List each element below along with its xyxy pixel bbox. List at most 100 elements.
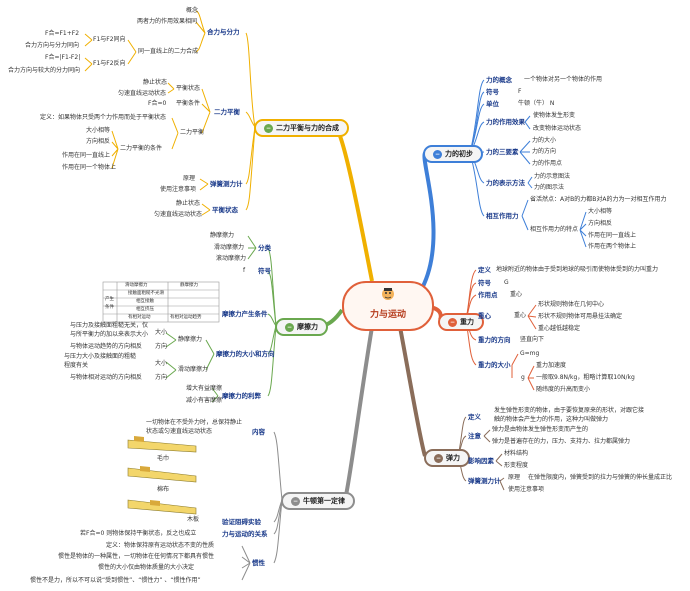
balance-two-force-label: 二力平衡 — [214, 108, 240, 116]
balance-two-cond-item: 作用在同一直线上 — [62, 152, 111, 159]
branch-force[interactable]: −力的初步 — [423, 145, 483, 163]
gravity-center-item: 形状不规则物体可用悬挂法确定 — [538, 313, 623, 320]
balance-weigh-item: 原理 — [183, 175, 196, 182]
force-element-item: 力的大小 — [532, 137, 557, 144]
force-symbol-label: 符号 — [486, 88, 499, 96]
gravity-center-item: 重心越低越稳定 — [538, 325, 581, 332]
force-mutual-feature: 作用在两个物体上 — [588, 243, 637, 250]
friction-static-size: 大小 — [155, 329, 168, 336]
branch-newton[interactable]: −牛顿第一定律 — [281, 492, 355, 510]
link-center-balance — [334, 125, 374, 282]
friction-static-note: 与所平衡力的加以来表示大小 — [70, 331, 149, 338]
balance-weigh-item: 使用注意事项 — [160, 186, 197, 193]
elastic-meter-principle: 在弹性限度内，弹簧受到的拉力与弹簧的伸长量成正比 — [528, 474, 673, 481]
gravity-symbol-value: G — [504, 279, 509, 286]
friction-slide-label: 滑动摩擦力 — [178, 366, 209, 373]
gravity-center-label-2: 重心 — [514, 312, 527, 319]
balance-balanced-label: 平衡状态 — [212, 206, 238, 214]
balance-state-item: 匀速直线运动状态 — [118, 90, 167, 97]
newton-exp-label: 验证阻碍实验 — [222, 518, 261, 526]
minus-icon: − — [291, 496, 300, 506]
branch-friction[interactable]: −摩擦力 — [275, 318, 328, 336]
force-symbol-value: F — [518, 88, 522, 95]
gravity-size-label: 重力的大小 — [478, 361, 511, 369]
newton-inertia-item: 惯性的大小仅由物体质量的大小决定 — [98, 564, 195, 571]
center-title: 力与运动 — [369, 310, 406, 320]
force-mutual-feature: 方向相反 — [588, 220, 613, 227]
friction-static-dir: 方向 — [155, 343, 168, 350]
elastic-note-label: 注意 — [468, 432, 481, 440]
friction-table-cell: 有相对运动趋势 — [170, 315, 202, 320]
friction-table-cell: 相互接触 — [136, 299, 154, 304]
center-topic[interactable]: 力与运动 — [342, 281, 434, 331]
friction-type: 滚动摩擦力 — [216, 255, 247, 262]
elastic-note-item: 弹力是由物体发生弹性形变而产生的 — [492, 426, 589, 433]
link-center-newton — [343, 326, 374, 501]
balance-concept-label: 概念 — [186, 7, 199, 14]
elastic-meter-use: 使用注意事项 — [508, 486, 545, 493]
force-unit-value: 牛顿（牛） N — [518, 100, 555, 107]
force-concept-value: 一个物体对另一个物体的作用 — [524, 76, 603, 83]
newton-content-line: 一切物体在不受外力时，总保持静止 — [146, 419, 243, 426]
newton-relation-label: 力与运动的关系 — [222, 530, 268, 538]
balance-same-dir-label: F1与F2同向 — [93, 36, 126, 43]
branch-elastic[interactable]: −弹力 — [424, 449, 470, 467]
friction-use-label: 摩擦力的利弊 — [222, 392, 261, 400]
friction-table-cell: 接触面粗糙不光滑 — [128, 291, 164, 296]
gravity-symbol-label: 符号 — [478, 279, 491, 287]
balance-cond-label: 平衡条件 — [176, 100, 201, 107]
branch-balance[interactable]: −二力平衡与力的合成 — [254, 119, 349, 137]
friction-table-cell: 有相对运动 — [128, 315, 151, 320]
force-elements-label: 力的三要素 — [486, 148, 519, 156]
newton-inertia-item: 惯性是物体的一种属性，一切物体在任何情况下都具有惯性 — [58, 553, 215, 560]
branch-gravity[interactable]: −重力 — [438, 313, 484, 331]
friction-type: 静摩擦力 — [210, 232, 235, 239]
friction-slide-note: 与压力大小及接触面的粗糙 — [64, 353, 137, 360]
force-repr-item: 力的示意图法 — [534, 173, 571, 180]
gravity-g-item: 一般取9.8N/kg，粗略计算取10N/kg — [536, 374, 635, 381]
newton-content-line: 状态或匀速直线运动状态 — [146, 428, 213, 435]
friction-cond-label: 摩擦力产生条件 — [222, 310, 268, 318]
friction-slide-dir: 方向 — [155, 374, 168, 381]
balance-composition-label: 合力与分力 — [207, 28, 240, 36]
experiment-surface-towel — [127, 436, 197, 453]
link-center-force — [418, 151, 436, 293]
friction-table-cell: 静摩擦力 — [180, 283, 198, 288]
newton-surface-label: 毛巾 — [157, 455, 170, 462]
elastic-def-line: 触的物体会产生力的作用，这种力叫做弹力 — [494, 416, 609, 423]
gravity-g-item: 随纬度的升高而变小 — [536, 386, 591, 393]
gravity-center-label: 重心 — [478, 312, 491, 320]
elastic-def-line: 发生弹性形变的物体，由于要恢复原来的形状，对跟它接 — [494, 407, 645, 414]
balance-two-cond-item: 方向相反 — [86, 138, 111, 145]
friction-static-label: 静摩擦力 — [178, 336, 203, 343]
experiment-surface-cotton — [127, 466, 197, 483]
friction-symbol-label: 符号 — [258, 267, 271, 275]
balance-concept-value: 两者力的作用效果相同 — [137, 18, 198, 25]
elastic-factor-item: 材料结构 — [504, 450, 529, 457]
balance-opp-dir-note: 合力方向与较大的分力同向 — [8, 67, 81, 74]
force-element-item: 力的作用点 — [532, 160, 563, 167]
friction-size-label: 摩擦力的大小和方向 — [216, 350, 275, 358]
cartoon-character-icon — [382, 288, 394, 300]
gravity-def-value: 地球附近的物体由于受到地球的吸引而使物体受到的力叫重力 — [496, 266, 659, 273]
experiment-surface-board — [127, 499, 197, 515]
force-unit-label: 单位 — [486, 100, 499, 108]
newton-inertia-item: 惯性不是力，所以不可以说“受到惯性”、“惯性力” 、“惯性作用” — [30, 577, 201, 584]
force-mutual-feature-label: 相互作用力的特点 — [530, 226, 579, 233]
balance-same-dir-formula: F合=F1+F2 — [45, 30, 80, 37]
elastic-meter-label: 弹簧测力计 — [468, 477, 501, 485]
balance-weigh-label: 弹簧测力计 — [210, 180, 243, 188]
friction-condition-table — [102, 281, 220, 323]
friction-static-dir-note: 与物体运动趋势的方向相反 — [70, 343, 143, 350]
balance-line-label: 同一直线上的二力合成 — [138, 48, 199, 55]
newton-surface-label: 棉布 — [157, 486, 170, 493]
gravity-point-label: 作用点 — [478, 291, 498, 299]
friction-static-note: 与压力及接触面粗糙无关，仅 — [70, 322, 149, 329]
friction-types-label: 分类 — [258, 244, 271, 252]
friction-use-item: 增大有益摩擦 — [186, 385, 223, 392]
gravity-point-value: 重心 — [510, 291, 523, 298]
force-mutual-concept: 省活然点：A对B的力都B对A的力为一对相互作用力 — [530, 196, 667, 203]
balance-two-label: 二力平衡 — [180, 129, 205, 136]
force-mutual-feature: 作用在同一直线上 — [588, 232, 637, 239]
balance-two-def: 定义：如果物体只受两个力作用而处于平衡状态 — [40, 114, 167, 121]
